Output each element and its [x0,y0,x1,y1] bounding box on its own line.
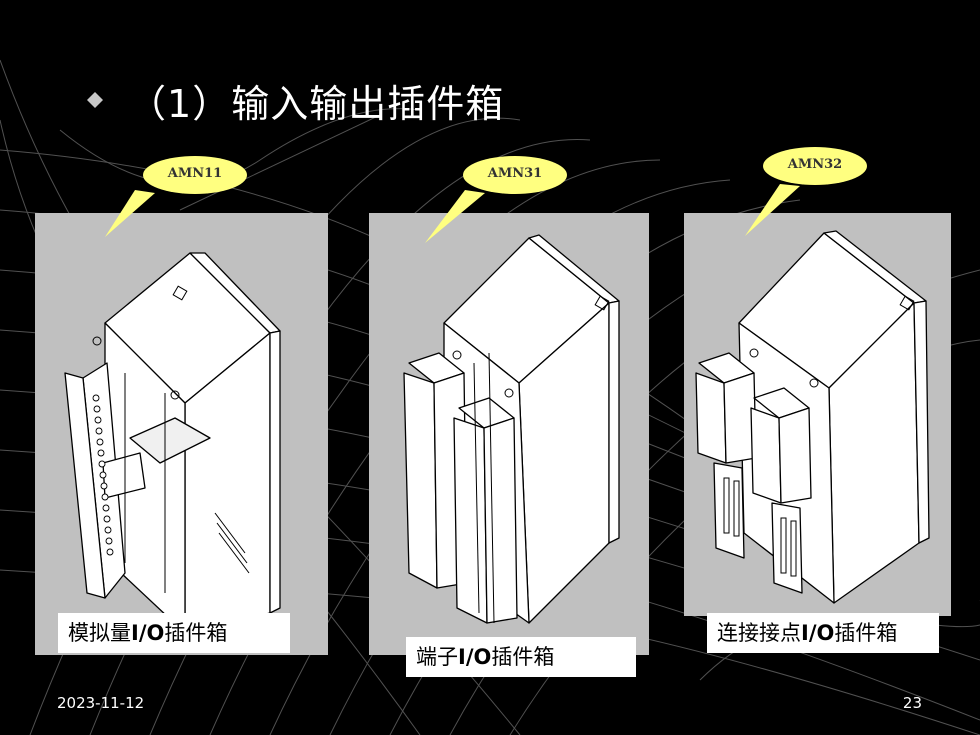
panel-amn32 [684,213,951,616]
contact-io-box-illustration [695,230,930,604]
callout-amn32: AMN32 [740,146,900,241]
slide-title: （1）输入输出插件箱 [86,70,504,130]
callout-label: AMN11 [167,166,223,181]
callout-amn11: AMN11 [100,155,260,245]
slide-page-number: 23 [902,694,922,712]
slide-date: 2023-11-12 [57,694,145,712]
speech-bubble-icon [745,147,867,236]
callout-label: AMN31 [487,166,543,181]
diamond-bullet-icon [86,91,104,109]
caption-analog-io-box: 模拟量I/O插件箱 [58,613,290,653]
callout-label: AMN32 [787,157,843,172]
callout-amn31: AMN31 [420,155,580,245]
title-text: （1）输入输出插件箱 [128,81,505,126]
panel-amn11 [35,213,328,655]
caption-terminal-io-box: 端子I/O插件箱 [406,637,636,677]
panel-amn31 [369,213,649,655]
speech-bubble-icon [425,156,567,243]
caption-contact-io-box: 连接接点I/O插件箱 [707,613,939,653]
analog-io-box-illustration [64,252,281,634]
terminal-io-box-illustration [403,234,620,624]
speech-bubble-icon [105,156,247,237]
